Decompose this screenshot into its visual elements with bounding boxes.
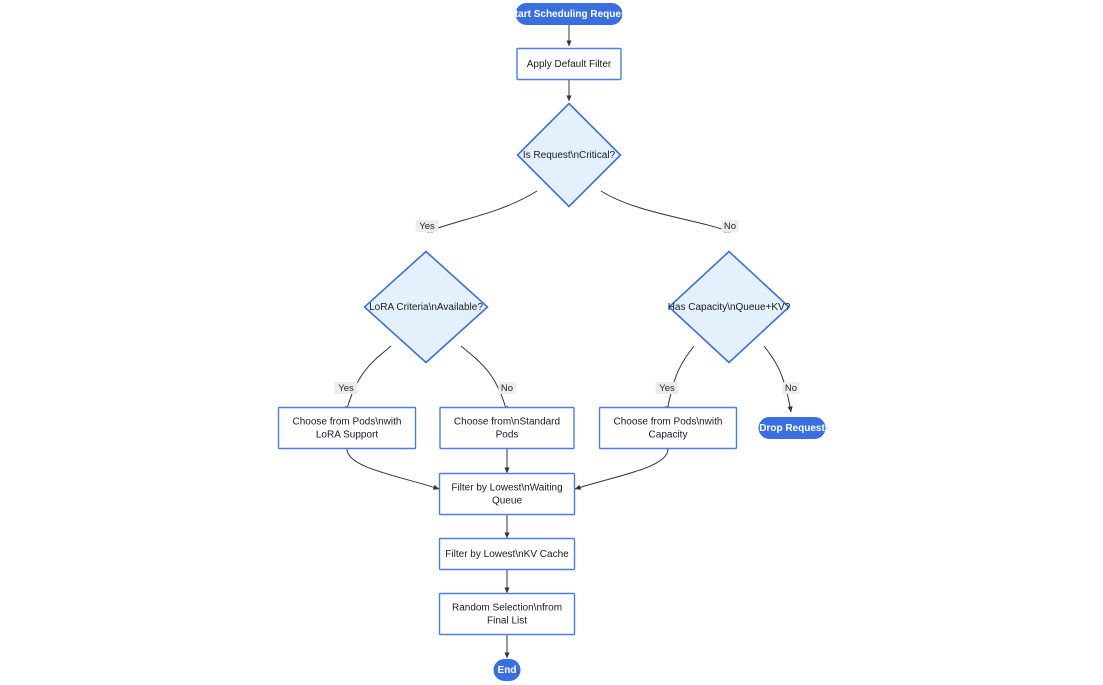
edge-label-background (334, 382, 358, 394)
node-label-end: End (498, 665, 517, 676)
edge-label-text: Yes (659, 383, 675, 394)
node-lora_criteria_available[interactable]: LoRA Criteria\nAvailable? (363, 250, 489, 364)
edge-label-text: Yes (338, 383, 354, 394)
node-filter_kv_cache[interactable]: Filter by Lowest\nKV Cache (438, 537, 576, 571)
edge-label-e6: No (498, 382, 516, 394)
edge-label-background (721, 220, 739, 232)
edge-label-text: No (501, 383, 513, 394)
node-label-has_capacity: Has Capacity\nQueue+KV? (668, 302, 791, 313)
edge-choose_capacity_pods-to-filter_waiting_queue (574, 448, 669, 490)
node-label-lora_criteria_available: LoRA Criteria\nAvailable? (369, 302, 483, 313)
edge-label-background (498, 382, 516, 394)
node-label-start: Start Scheduling Request (508, 9, 630, 20)
node-shape-diamond (516, 102, 622, 208)
node-apply_default_filter[interactable]: Apply Default Filter (516, 47, 622, 81)
edge-label-e8: No (782, 382, 800, 394)
node-label-is_request_critical: Is Request\nCritical? (523, 150, 616, 161)
node-shape-pill (493, 659, 521, 681)
edge-choose_lora_pods-to-filter_waiting_queue (346, 448, 440, 490)
node-shape-rect (516, 47, 622, 81)
node-has_capacity[interactable]: Has Capacity\nQueue+KV? (667, 250, 791, 364)
node-drop_request[interactable]: Drop Request (758, 417, 826, 439)
node-shape-rect (438, 537, 576, 571)
node-label-filter_kv_cache: Filter by Lowest\nKV Cache (445, 549, 569, 560)
node-label-apply_default_filter: Apply Default Filter (527, 59, 612, 70)
node-shape-pill (515, 3, 623, 25)
edge-label-text: No (724, 221, 736, 232)
edge-has_capacity-to-drop_request (763, 345, 793, 413)
node-start[interactable]: Start Scheduling Request (508, 3, 631, 25)
node-shape-pill (758, 417, 826, 439)
node-label-drop_request: Drop Request (759, 423, 825, 434)
edge-is_request_critical-to-lora_criteria_available (426, 190, 538, 233)
node-shape-rect (277, 406, 417, 450)
edge-label-e5: Yes (334, 382, 358, 394)
edge-label-background (782, 382, 800, 394)
node-shape-rect (438, 472, 576, 516)
edge-label-text: Yes (419, 221, 435, 232)
node-shape-rect (439, 406, 575, 450)
edge-lora_criteria_available-to-choose_lora_pods (344, 345, 392, 413)
edge-label-background (655, 382, 679, 394)
node-shape-diamond (667, 250, 791, 364)
edge-lora_criteria_available-to-choose_standard_pods (460, 345, 509, 413)
node-end[interactable]: End (493, 659, 521, 681)
node-shape-diamond (363, 250, 489, 364)
node-shape-rect (598, 406, 738, 450)
edges-layer (344, 25, 793, 659)
edge-label-background (415, 220, 439, 232)
edge-is_request_critical-to-has_capacity (600, 190, 731, 233)
edge-label-text: No (785, 383, 797, 394)
edge-label-e4: No (721, 220, 739, 232)
edge-label-e7: Yes (655, 382, 679, 394)
node-is_request_critical[interactable]: Is Request\nCritical? (516, 102, 622, 208)
node-shape-rect (438, 592, 576, 636)
edge-label-e3: Yes (415, 220, 439, 232)
edge-has_capacity-to-choose_capacity_pods (665, 345, 695, 413)
